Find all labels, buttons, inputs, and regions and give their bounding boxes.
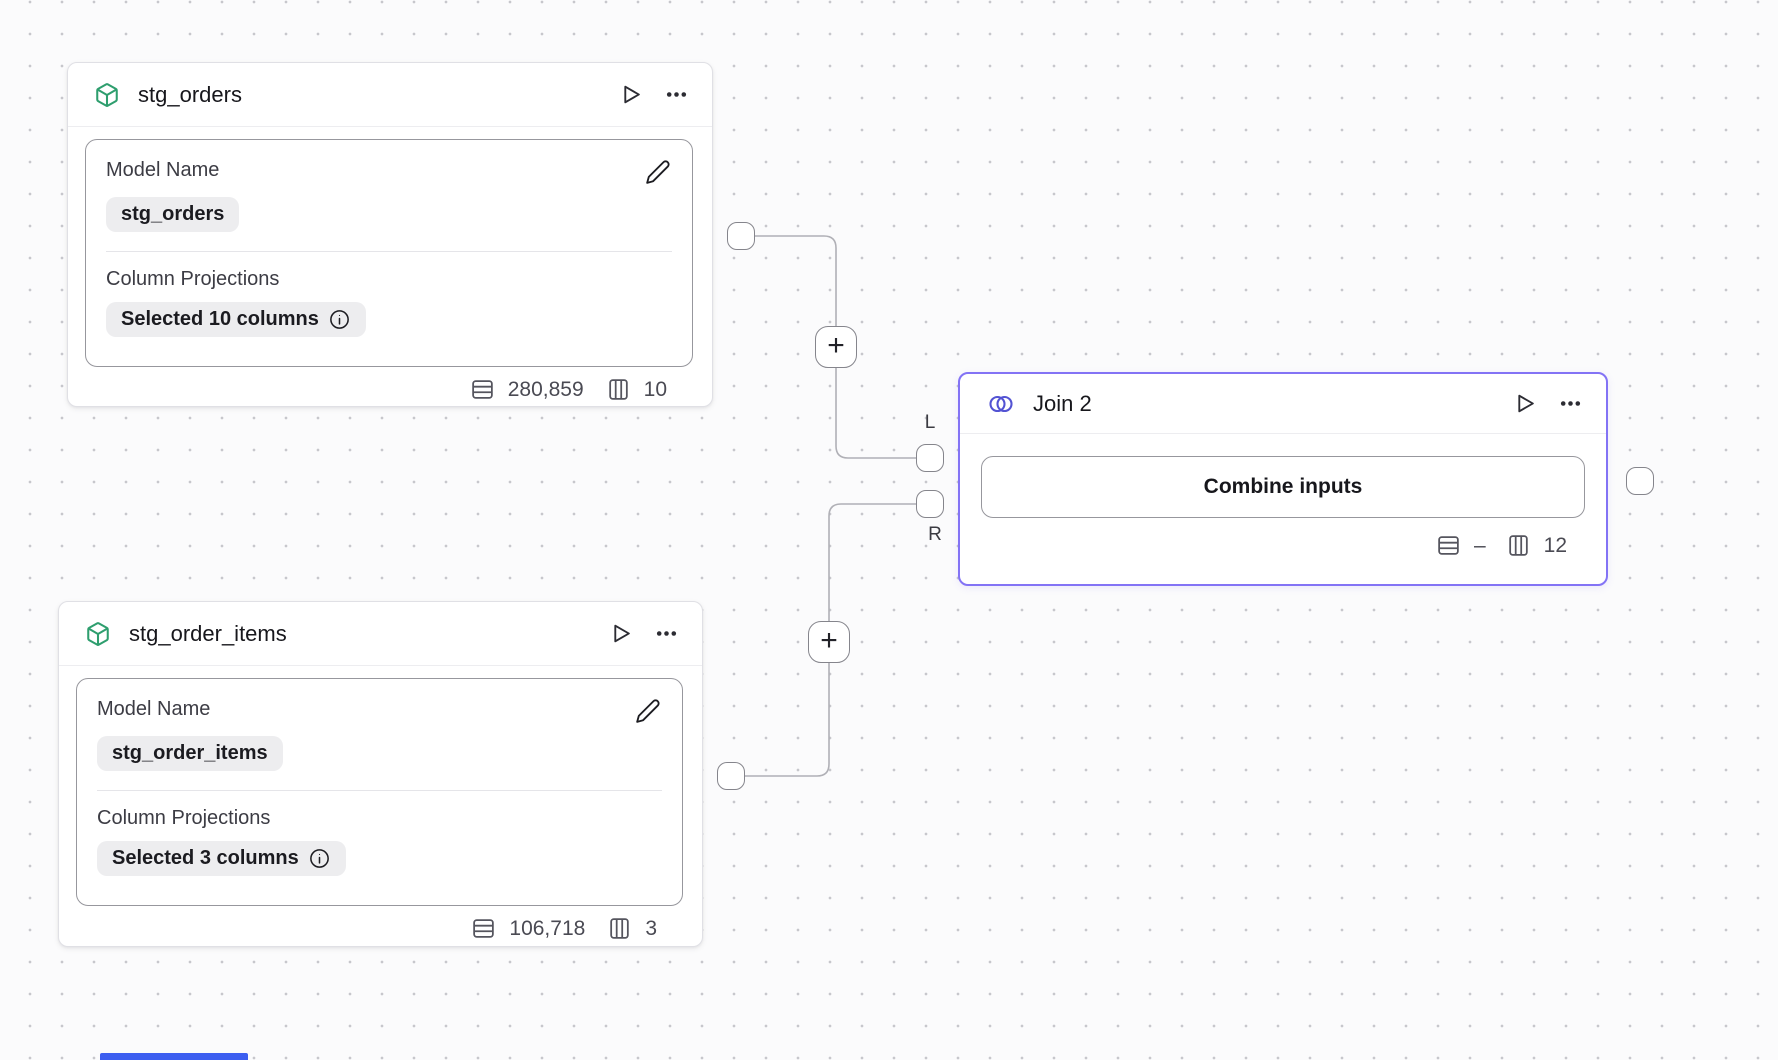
node-join-2[interactable]: Join 2 Combine inputs [958, 372, 1608, 586]
cube-icon [94, 82, 120, 108]
model-name-label: Model Name [97, 698, 211, 720]
column-projections-chip: Selected 3 columns [97, 841, 346, 876]
node-title: stg_orders [138, 81, 242, 107]
model-name-label: Model Name [106, 159, 220, 181]
bottom-edge-blue-bar [100, 1053, 248, 1060]
join-input-port-left[interactable] [916, 444, 944, 472]
output-port-stg-orders[interactable] [727, 222, 755, 250]
ellipsis-icon[interactable] [1556, 390, 1584, 418]
table-rows-icon [471, 380, 493, 399]
add-step-button-top-wire[interactable]: + [815, 326, 857, 368]
node-body: Combine inputs – 12 [960, 434, 1606, 558]
right-port-label: R [928, 524, 942, 545]
column-count-value: 12 [1543, 533, 1567, 557]
model-name-chip: stg_orders [106, 197, 240, 232]
node-footer: 106,718 3 [76, 906, 683, 941]
node-stg-order-items[interactable]: stg_order_items Model Name [58, 601, 703, 947]
node-title: stg_order_items [129, 620, 287, 646]
node-header: stg_order_items [59, 602, 702, 666]
node-header: stg_orders [68, 63, 712, 127]
table-columns-icon [608, 379, 628, 400]
node-body: Model Name stg_orders Column Projections… [68, 127, 712, 402]
play-icon[interactable] [606, 620, 634, 648]
column-projections-label: Column Projections [106, 268, 280, 290]
left-port-label: L [924, 412, 936, 433]
pencil-icon[interactable] [644, 158, 672, 186]
combine-inputs-button[interactable]: Combine inputs [981, 456, 1585, 518]
play-icon[interactable] [616, 81, 644, 109]
cube-icon [85, 621, 111, 647]
output-port-join[interactable] [1626, 467, 1654, 495]
column-count-stat: 10 [606, 377, 667, 402]
column-projections-chip: Selected 10 columns [106, 302, 366, 337]
join-circles-icon [987, 390, 1015, 418]
node-header: Join 2 [960, 374, 1606, 434]
card-divider [97, 790, 662, 791]
node-stg-orders[interactable]: stg_orders Model Name [67, 62, 713, 407]
info-icon[interactable] [308, 847, 331, 870]
row-count-stat: 280,859 [470, 377, 584, 402]
node-footer: – 12 [981, 518, 1585, 558]
node-body: Model Name stg_order_items Column Projec… [59, 666, 702, 941]
row-count-value: 280,859 [507, 377, 584, 401]
column-count-stat: 12 [1506, 533, 1567, 558]
row-count-stat: 106,718 [471, 916, 585, 941]
model-config-card: Model Name stg_orders Column Projections… [85, 139, 693, 367]
model-config-card: Model Name stg_order_items Column Projec… [76, 678, 683, 906]
column-projections-label: Column Projections [97, 807, 271, 829]
node-title: Join 2 [1033, 390, 1092, 416]
column-count-value: 10 [643, 377, 667, 401]
info-icon[interactable] [328, 308, 351, 331]
table-rows-icon [473, 919, 495, 938]
column-count-value: 3 [645, 916, 657, 940]
ellipsis-icon[interactable] [662, 81, 690, 109]
card-divider [106, 251, 672, 252]
table-rows-icon [1438, 536, 1459, 555]
row-count-value: – [1473, 533, 1486, 557]
join-input-port-right[interactable] [916, 490, 944, 518]
ellipsis-icon[interactable] [652, 620, 680, 648]
table-columns-icon [1508, 535, 1528, 556]
row-count-value: 106,718 [509, 916, 586, 940]
table-columns-icon [610, 918, 630, 939]
node-footer: 280,859 10 [85, 367, 693, 402]
column-count-stat: 3 [607, 916, 657, 941]
row-count-stat: – [1436, 533, 1486, 558]
play-icon[interactable] [1510, 390, 1538, 418]
model-name-chip: stg_order_items [97, 736, 283, 771]
pencil-icon[interactable] [634, 697, 662, 725]
add-step-button-bottom-wire[interactable]: + [808, 621, 850, 663]
output-port-stg-order-items[interactable] [717, 762, 745, 790]
